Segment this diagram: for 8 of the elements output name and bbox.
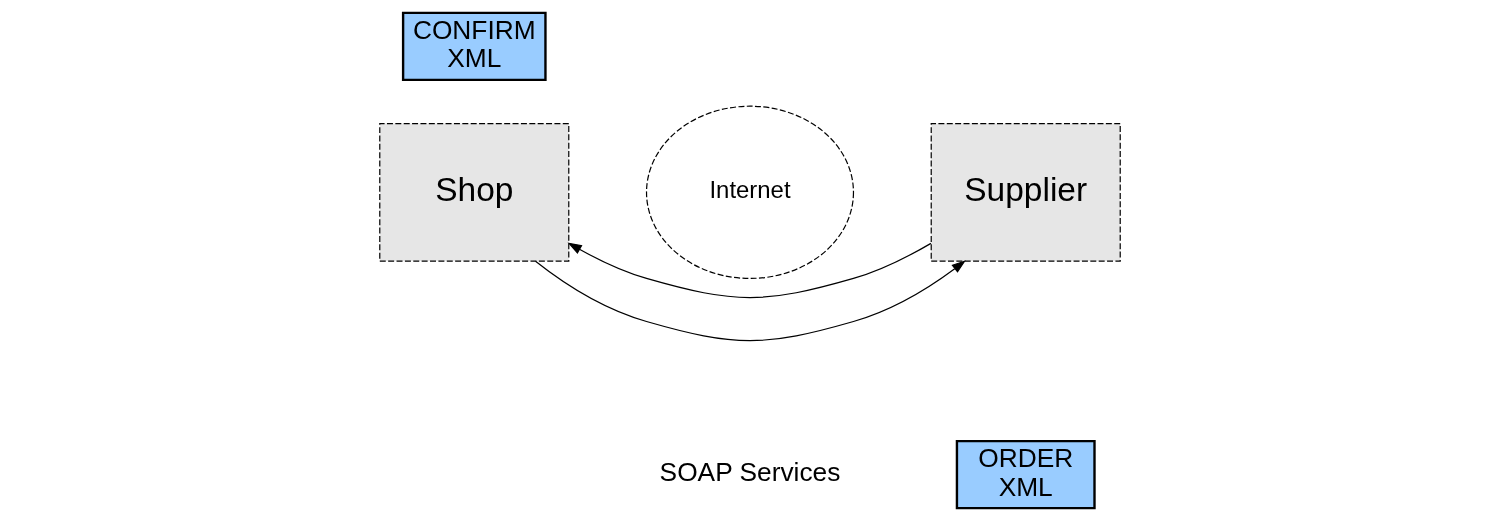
label: SOAP Services xyxy=(659,457,841,488)
arrow xyxy=(567,242,932,299)
node-box: Supplier xyxy=(930,122,1121,262)
node-box: Shop xyxy=(379,122,570,262)
arrow xyxy=(534,260,966,342)
node-ellipse: Internet xyxy=(645,105,855,280)
node-box: CONFIRM XML xyxy=(401,11,547,82)
node-box: ORDER XML xyxy=(955,439,1096,510)
